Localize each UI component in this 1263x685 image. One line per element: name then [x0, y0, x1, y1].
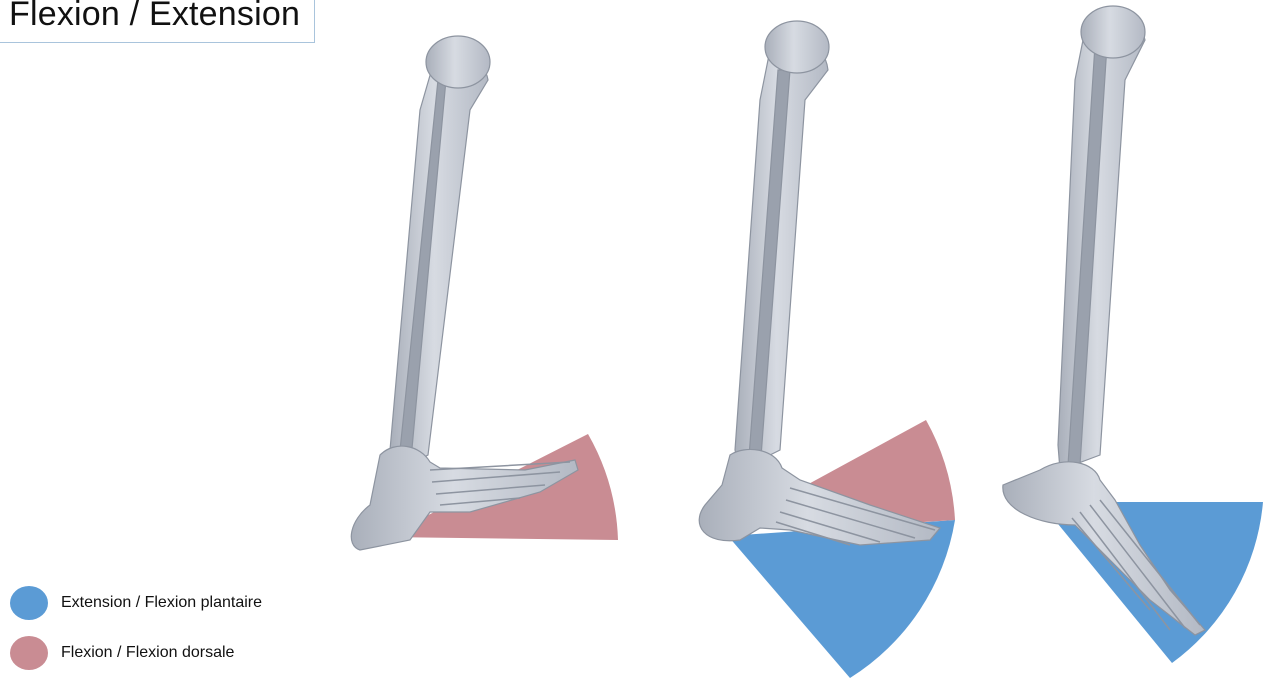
- legend: Extension / Flexion plantaire Flexion / …: [10, 585, 262, 685]
- leg-skeleton-icon: [351, 36, 578, 550]
- panel-dorsal-flexion: [351, 36, 618, 550]
- legend-label-extension: Extension / Flexion plantaire: [61, 594, 262, 612]
- panel-plantar-flexion: [1003, 6, 1263, 663]
- legend-label-flexion: Flexion / Flexion dorsale: [61, 644, 234, 662]
- legend-swatch-extension: [10, 586, 48, 620]
- extension-sector-2: [728, 520, 955, 678]
- legend-swatch-flexion: [10, 636, 48, 670]
- legend-item-extension: Extension / Flexion plantaire: [10, 585, 262, 621]
- legend-item-flexion: Flexion / Flexion dorsale: [10, 635, 262, 671]
- panel-neutral: [699, 21, 955, 678]
